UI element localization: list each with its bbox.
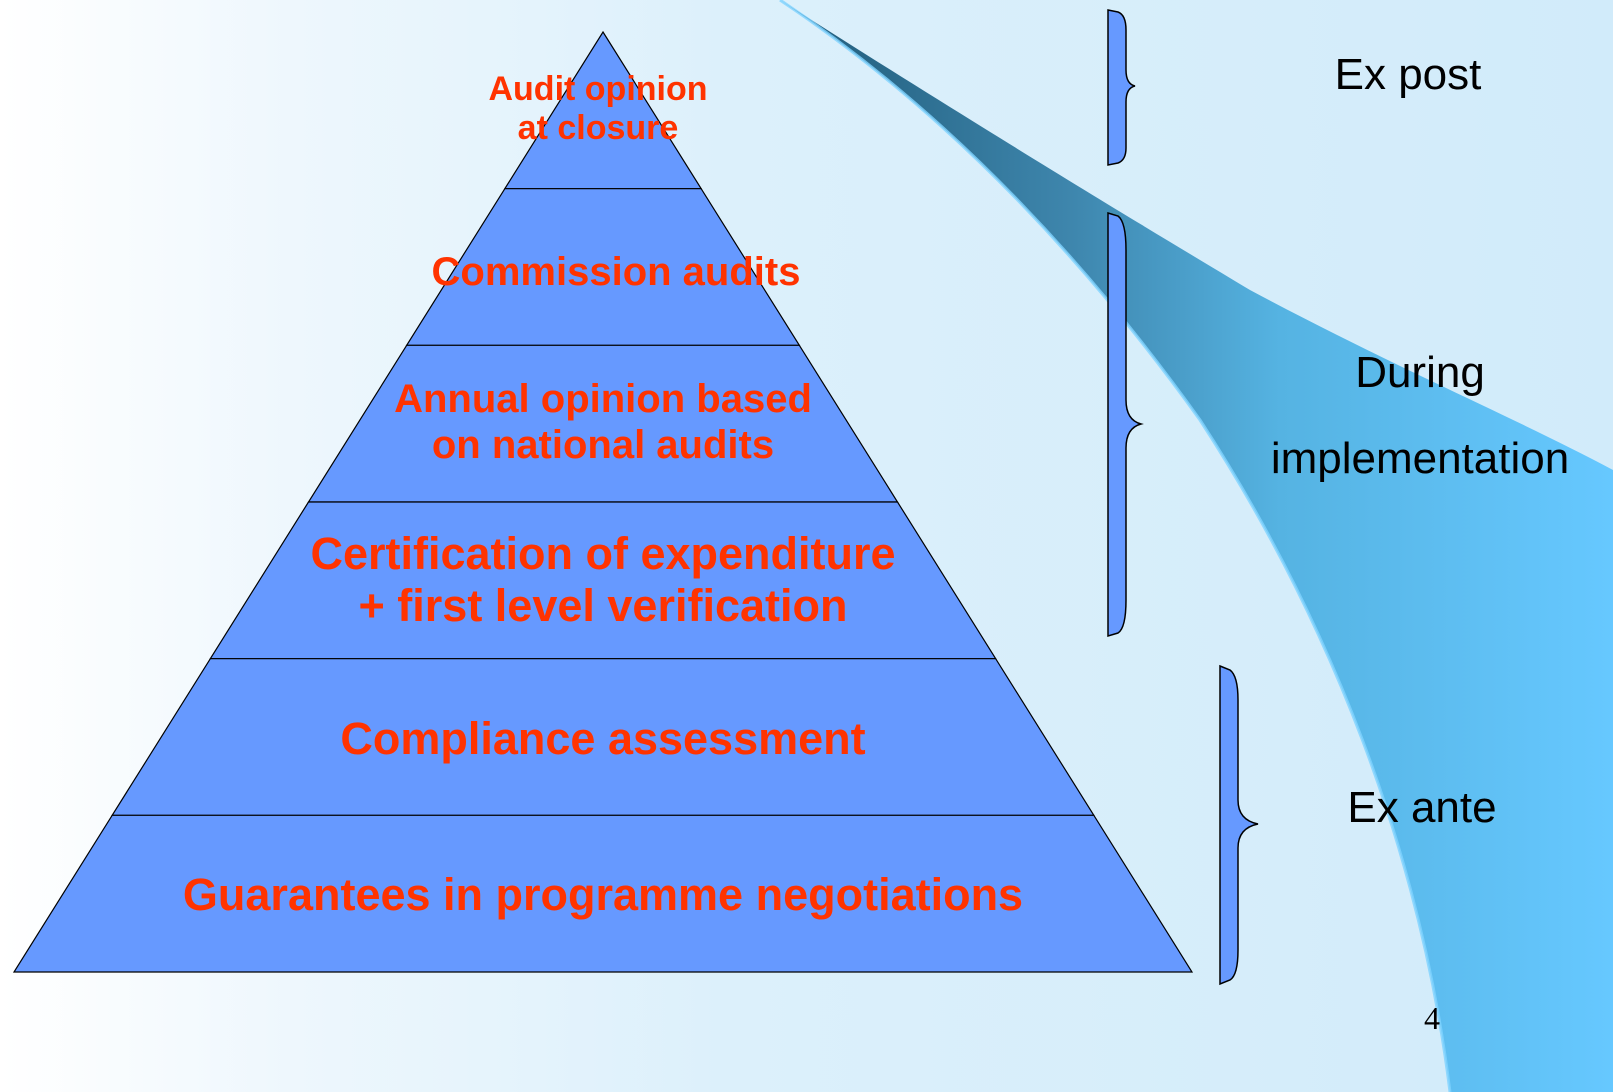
ex-ante-bracket	[1219, 664, 1259, 986]
ex-post-bracket	[1107, 9, 1136, 166]
pyramid-level-5-label: Compliance assessment	[340, 713, 866, 764]
pyramid-level-2-label: Commission audits	[431, 250, 801, 294]
during-bracket	[1107, 211, 1144, 638]
phase-label-during: During implementation	[1270, 348, 1570, 483]
swoosh-edge	[779, 0, 1452, 1092]
slide-number: 4	[1424, 1000, 1440, 1036]
pyramid-level-1-label: Audit opinion at closure	[488, 70, 708, 148]
phase-label-ex-post: Ex post	[1334, 50, 1482, 99]
swoosh-shape	[780, 0, 1613, 1092]
pyramid-level-6	[12, 814, 1194, 973]
pyramid-bands	[12, 30, 1194, 973]
pyramid-level-4-label: Certification of expenditure + first lev…	[310, 528, 896, 631]
pyramid-level-6-label: Guarantees in programme negotiations	[182, 869, 1024, 920]
pyramid-level-3-label: Annual opinion based on national audits	[394, 377, 812, 467]
phase-label-ex-ante: Ex ante	[1347, 783, 1497, 832]
